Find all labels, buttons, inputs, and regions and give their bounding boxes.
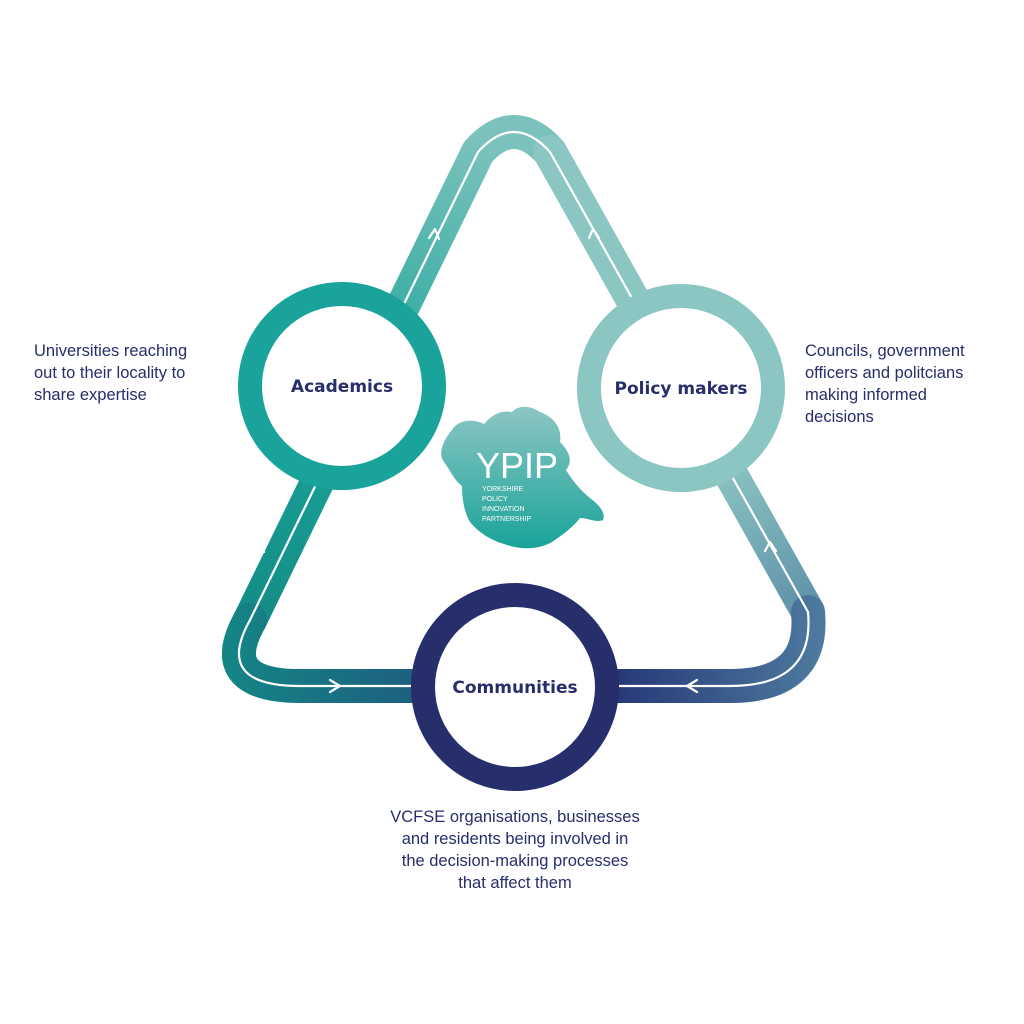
academics-description-line: share expertise <box>34 386 147 404</box>
policy-makers-description: Councils, government officers and politc… <box>805 340 965 428</box>
arrow-up-left-side-icon <box>427 227 441 241</box>
academics-description: Universities reaching out to their local… <box>34 340 187 406</box>
arrow-up-lower-right-side-icon <box>763 540 778 553</box>
arrow-up-lower-left-side-icon <box>251 540 266 554</box>
node-policy-makers: Policy makers <box>577 284 785 492</box>
cycle-inner-line <box>238 130 810 688</box>
node-academics: Academics <box>238 282 446 490</box>
node-communities: Communities <box>411 583 619 791</box>
policy-makers-label: Policy makers <box>615 379 748 399</box>
academics-description-line: Universities reaching <box>34 342 188 360</box>
arrow-left-bottom-icon <box>685 678 699 694</box>
policy-makers-description-line: making informed <box>805 386 927 404</box>
policy-makers-description-line: officers and politcians <box>805 364 964 382</box>
arrow-right-bottom-icon <box>328 678 342 694</box>
direction-arrows <box>251 227 778 694</box>
ypip-logo-line-3: INNOVATION <box>482 506 525 513</box>
policy-makers-description-line: decisions <box>805 408 874 426</box>
ypip-logo-line-4: PARTNERSHIP <box>482 516 531 523</box>
track-bottom-right <box>583 595 826 703</box>
track-bottom-left <box>222 603 447 703</box>
policy-makers-description-line: Councils, government <box>805 342 965 360</box>
communities-description-line: and residents being involved in <box>401 830 629 848</box>
communities-description: VCFSE organisations, businesses and resi… <box>330 806 700 894</box>
arrow-down-right-side-icon <box>587 227 601 240</box>
communities-description-line: VCFSE organisations, businesses <box>390 808 640 826</box>
academics-description-line: out to their locality to <box>34 364 186 382</box>
communities-description-line: that affect them <box>458 874 572 892</box>
ypip-logo-line-1: YORKSHIRE <box>482 486 524 493</box>
communities-description-line: the decision-making processes <box>401 852 629 870</box>
ypip-logo: YPIP YORKSHIRE POLICY INNOVATION PARTNER… <box>441 406 604 549</box>
yorkshire-map-shape <box>441 406 604 549</box>
communities-label: Communities <box>452 678 577 698</box>
academics-label: Academics <box>291 377 393 397</box>
ypip-logo-line-2: POLICY <box>482 496 508 503</box>
ypip-logo-title: YPIP <box>476 445 558 486</box>
